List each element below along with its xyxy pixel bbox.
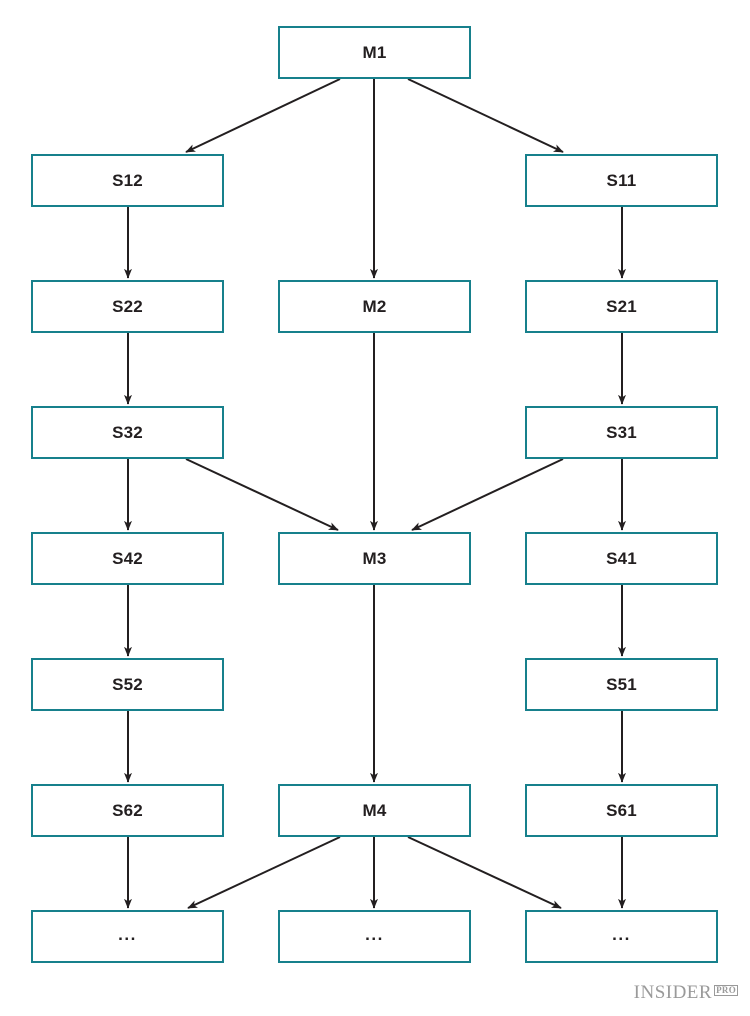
node-label: ... — [612, 925, 631, 944]
node-s21[interactable]: S21 — [525, 280, 718, 333]
edge-m4-to-dots_r — [407, 836, 562, 909]
edge-m1-to-s11 — [407, 78, 564, 153]
node-m2[interactable]: M2 — [278, 280, 471, 333]
edge-s31-to-m3 — [411, 458, 564, 531]
node-s52[interactable]: S52 — [31, 658, 224, 711]
watermark-sub-text: PRO — [714, 985, 738, 997]
node-label: S52 — [112, 675, 143, 694]
node-label: S61 — [606, 801, 637, 820]
node-label: S31 — [606, 423, 637, 442]
node-label: ... — [118, 925, 137, 944]
node-s41[interactable]: S41 — [525, 532, 718, 585]
edge-m1-to-s12 — [185, 78, 341, 153]
node-dots_c[interactable]: ... — [278, 910, 471, 963]
node-m4[interactable]: M4 — [278, 784, 471, 837]
node-label: ... — [365, 925, 384, 944]
node-s22[interactable]: S22 — [31, 280, 224, 333]
node-m3[interactable]: M3 — [278, 532, 471, 585]
node-label: S22 — [112, 297, 143, 316]
node-label: S41 — [606, 549, 637, 568]
watermark-insider-pro: INSIDER PRO — [634, 982, 738, 1004]
node-dots_l[interactable]: ... — [31, 910, 224, 963]
node-s12[interactable]: S12 — [31, 154, 224, 207]
edge-s32-to-m3 — [185, 458, 339, 531]
node-label: M1 — [362, 43, 387, 62]
node-label: S32 — [112, 423, 143, 442]
node-label: M3 — [362, 549, 387, 568]
node-s31[interactable]: S31 — [525, 406, 718, 459]
node-s42[interactable]: S42 — [31, 532, 224, 585]
node-label: M4 — [362, 801, 387, 820]
edge-m4-to-dots_l — [187, 836, 341, 909]
node-m1[interactable]: M1 — [278, 26, 471, 79]
node-label: M2 — [362, 297, 387, 316]
node-s51[interactable]: S51 — [525, 658, 718, 711]
node-s32[interactable]: S32 — [31, 406, 224, 459]
node-label: S42 — [112, 549, 143, 568]
node-label: S12 — [112, 171, 143, 190]
node-s62[interactable]: S62 — [31, 784, 224, 837]
watermark-main-text: INSIDER — [633, 982, 713, 1003]
node-label: S62 — [112, 801, 143, 820]
node-s11[interactable]: S11 — [525, 154, 718, 207]
node-s61[interactable]: S61 — [525, 784, 718, 837]
node-label: S51 — [606, 675, 637, 694]
node-label: S21 — [606, 297, 637, 316]
node-dots_r[interactable]: ... — [525, 910, 718, 963]
node-label: S11 — [606, 171, 637, 190]
